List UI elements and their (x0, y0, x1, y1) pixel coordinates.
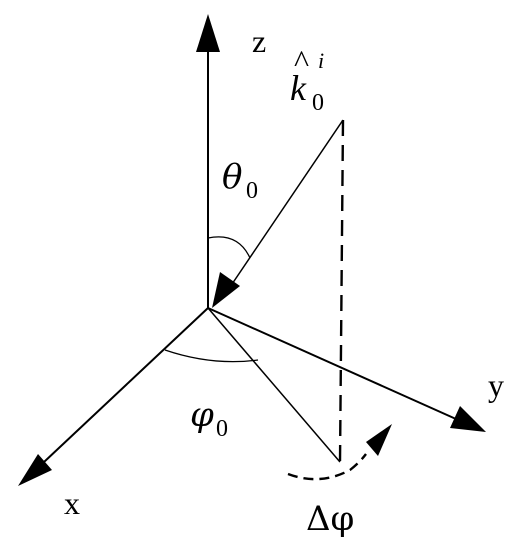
k-superscript-label: i (318, 48, 324, 73)
phi-symbol-label: φ (190, 395, 214, 435)
z-axis-arrowhead (196, 14, 220, 52)
dashed-vertical-line (338, 119, 345, 463)
x-axis-line (43, 307, 209, 463)
y-axis-arrowhead (450, 406, 486, 432)
y-axis-label: y (488, 367, 504, 403)
k-hat-mark: ^ (294, 43, 309, 79)
delta-phi-arrowhead (366, 424, 392, 456)
y-axis-line (207, 307, 457, 420)
x-axis-arrowhead (18, 454, 52, 486)
z-axis-label: z (252, 23, 266, 59)
k-symbol-label: k (290, 68, 307, 108)
theta-symbol-label: θ (222, 157, 242, 197)
x-axis-label: x (64, 485, 80, 521)
k-subscript-label: 0 (312, 90, 324, 116)
k-vector-arrowhead (212, 272, 240, 308)
phi-arc (164, 349, 259, 363)
delta-phi-label: Δφ (306, 499, 354, 539)
k-vector-line (227, 119, 344, 291)
phi-subscript-label: 0 (216, 416, 228, 442)
delta-phi-arc (287, 453, 367, 481)
projection-line (207, 307, 341, 463)
theta-arc (207, 236, 251, 259)
theta-subscript-label: 0 (246, 178, 258, 204)
